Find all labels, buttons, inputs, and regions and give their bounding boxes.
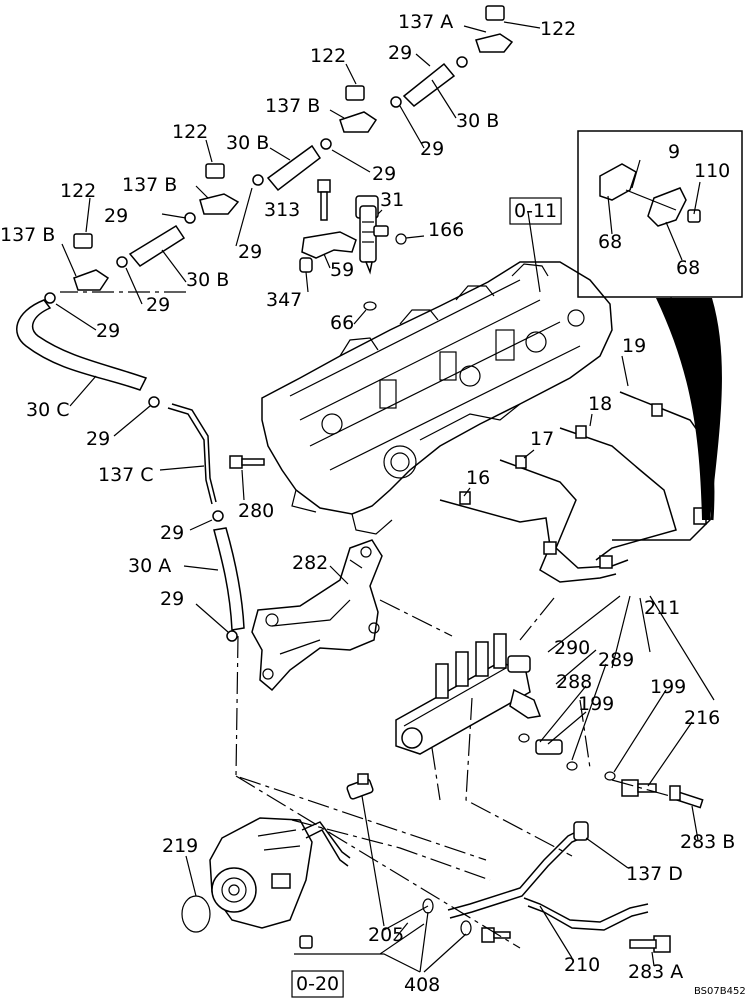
bolt-280	[229, 455, 265, 469]
reference-label: 0-20	[296, 973, 339, 995]
part-label-l15: 29	[104, 205, 128, 227]
part-label-l8: 30 B	[226, 132, 269, 154]
part-label-l17: 166	[428, 219, 464, 241]
inset-box	[577, 130, 743, 298]
part-label-l4: 29	[388, 42, 412, 64]
part-label-l28: 280	[238, 500, 274, 522]
part-label-l42: 199	[578, 693, 614, 715]
part-label-l47: 205	[368, 924, 404, 946]
part-label-l49: 283 A	[628, 961, 683, 983]
washer-408-b	[460, 920, 472, 936]
o-ring-219	[181, 895, 211, 933]
part-label-l43: 216	[684, 707, 720, 729]
bolt-283-b	[669, 785, 704, 809]
sensor-205	[346, 773, 374, 800]
leader-lines	[55, 21, 715, 973]
part-label-l20: 59	[330, 259, 354, 281]
bolt-313	[317, 179, 331, 221]
part-label-l45: 137 D	[626, 863, 683, 885]
part-label-l38: 290	[554, 637, 590, 659]
reference-label: 0-11	[514, 200, 557, 222]
fitting-137d	[573, 821, 589, 841]
injector-clamp	[301, 231, 357, 259]
part-label-l13: 313	[264, 199, 300, 221]
part-label-l41: 199	[650, 676, 686, 698]
reference-box-r2: 0-20	[291, 970, 344, 998]
part-label-l12: 122	[60, 180, 96, 202]
part-label-l19: 30 B	[186, 269, 229, 291]
part-label-l36: 16	[466, 467, 490, 489]
part-label-l2: 122	[540, 18, 576, 40]
part-label-l14: 31	[380, 189, 404, 211]
gasket-288	[518, 733, 530, 743]
part-label-l21: 29	[146, 294, 170, 316]
reference-frame	[509, 197, 562, 225]
part-label-l23: 29	[96, 320, 120, 342]
bolt-283-a	[629, 935, 671, 953]
pressure-limiter-289	[535, 739, 563, 755]
part-label-l33: 19	[622, 335, 646, 357]
drawing-code: BS07B452	[694, 986, 746, 997]
part-label-l51: 9	[668, 141, 680, 163]
pipe-210	[447, 827, 587, 919]
part-label-l52: 110	[694, 160, 730, 182]
part-label-l31: 29	[160, 588, 184, 610]
part-label-l39: 289	[598, 649, 634, 671]
washer-66	[363, 301, 377, 311]
clamp-68	[599, 163, 701, 227]
part-label-l25: 30 C	[26, 399, 69, 421]
part-label-l18: 137 B	[0, 224, 55, 246]
part-label-l30: 30 A	[128, 555, 171, 577]
part-label-l6: 30 B	[456, 110, 499, 132]
part-label-l46: 219	[162, 835, 198, 857]
part-label-l37: 211	[644, 597, 680, 619]
reference-box-r1: 0-11	[509, 197, 562, 225]
gasket-199-a	[566, 761, 578, 771]
inset-pointer	[656, 298, 722, 520]
bolt-347	[299, 257, 313, 273]
part-label-l27: 137 C	[98, 464, 154, 486]
part-label-l10: 29	[372, 163, 396, 185]
part-label-l34: 18	[588, 393, 612, 415]
part-label-l29: 29	[160, 522, 184, 544]
reference-frame	[291, 970, 344, 998]
cylinder-head	[261, 261, 613, 535]
part-label-l24: 66	[330, 312, 354, 334]
part-label-l3: 122	[310, 45, 346, 67]
part-label-l26: 29	[86, 428, 110, 450]
part-label-l54: 68	[676, 257, 700, 279]
part-label-l5: 137 B	[265, 95, 320, 117]
part-label-l44: 283 B	[680, 831, 735, 853]
common-rail	[395, 633, 542, 755]
part-label-l22: 347	[266, 289, 302, 311]
part-label-l9: 29	[420, 138, 444, 160]
part-label-l11: 137 B	[122, 174, 177, 196]
fuel-pump	[209, 817, 351, 949]
reference-boxes: 0-11 0-20	[291, 197, 562, 998]
fuel-injector	[355, 195, 389, 275]
part-label-l1: 137 A	[398, 11, 453, 33]
part-label-l48: 210	[564, 954, 600, 976]
pipe-210-b	[523, 897, 649, 931]
leak-off-hoses	[16, 5, 514, 642]
part-label-l7: 122	[172, 121, 208, 143]
part-label-l50: 408	[404, 974, 440, 996]
o-ring-166	[395, 233, 407, 245]
part-label-l16: 29	[238, 241, 262, 263]
part-label-l35: 17	[530, 428, 554, 450]
gasket-199-b	[604, 771, 616, 781]
part-label-l40: 288	[556, 671, 592, 693]
part-label-l53: 68	[598, 231, 622, 253]
part-label-l32: 282	[292, 552, 328, 574]
